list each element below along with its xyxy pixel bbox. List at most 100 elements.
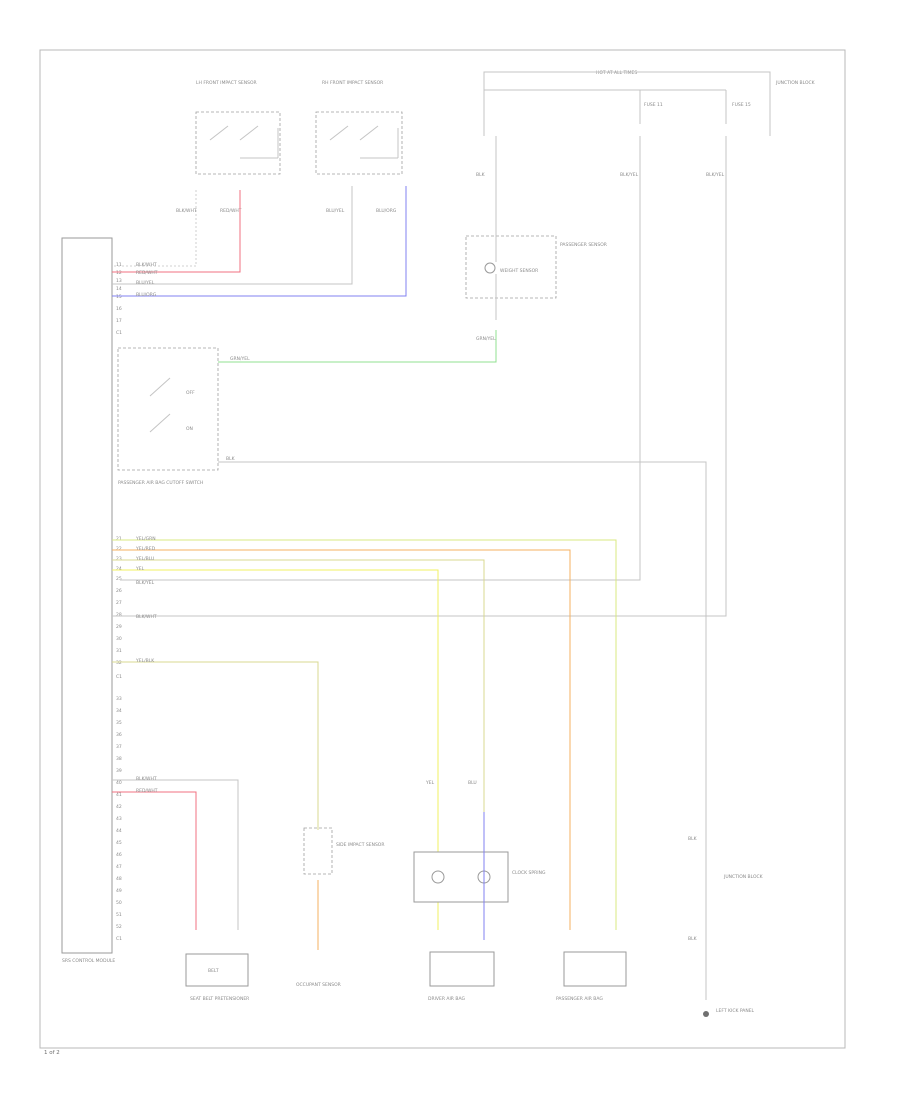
svg-text:27: 27 (116, 600, 122, 606)
svg-text:YEL/BLU: YEL/BLU (135, 556, 154, 562)
cutoff-switch-label: PASSENGER AIR BAG CUTOFF SWITCH (118, 480, 203, 486)
lh-sensor-box (195, 111, 281, 175)
svg-text:BLK: BLK (688, 936, 698, 942)
svg-text:23: 23 (116, 556, 122, 562)
wire-olive (112, 559, 485, 930)
wire-lh-sensor-2 (112, 190, 241, 273)
svg-text:14: 14 (116, 286, 122, 292)
fuse-block-label: HOT AT ALL TIMES (596, 70, 637, 76)
svg-text:45: 45 (116, 840, 122, 846)
wire-fuse-a (120, 136, 641, 581)
driver-airbag-label: DRIVER AIR BAG (428, 996, 465, 1002)
fuse-block-right-label: JUNCTION BLOCK (775, 80, 816, 86)
svg-text:BELT: BELT (208, 968, 219, 974)
srs-module-pins: 11 12 13 14 15 16 17 C1 21 22 23 24 25 2… (116, 262, 122, 942)
clock-spring-label: CLOCK SPRING (512, 870, 546, 876)
belt-pretensioner-box (185, 953, 249, 987)
svg-text:33: 33 (116, 696, 122, 702)
svg-text:YEL: YEL (425, 780, 435, 786)
svg-text:RED/WHT: RED/WHT (136, 270, 158, 276)
svg-text:17: 17 (116, 318, 122, 324)
svg-text:12: 12 (116, 270, 122, 276)
svg-text:OFF: OFF (186, 390, 195, 396)
svg-text:BLK/YEL: BLK/YEL (620, 172, 639, 178)
svg-text:YEL: YEL (135, 566, 145, 572)
rh-sensor-title: RH FRONT IMPACT SENSOR (322, 80, 383, 86)
wire-switch-out (218, 461, 707, 840)
side-sensor-label: SIDE IMPACT SENSOR (336, 842, 384, 848)
svg-text:GRN/YEL: GRN/YEL (230, 356, 250, 362)
wire-fuse-b (112, 136, 727, 617)
wire-red-bottom (112, 791, 197, 930)
belt-pretensioner-label: SEAT BELT PRETENSIONER (190, 996, 249, 1002)
occupant-sensor-label: OCCUPANT SENSOR (296, 982, 341, 988)
svg-text:WEIGHT SENSOR: WEIGHT SENSOR (500, 268, 538, 274)
ground-icon (703, 1011, 709, 1017)
svg-text:22: 22 (116, 546, 122, 552)
svg-text:29: 29 (116, 624, 122, 630)
svg-text:50: 50 (116, 900, 122, 906)
weight-sensor-icon (484, 262, 496, 274)
diagram-frame (39, 49, 846, 1049)
wire-orange (112, 549, 571, 930)
svg-text:BLK/WHT: BLK/WHT (176, 208, 197, 214)
svg-text:24: 24 (116, 566, 122, 572)
wire-yellowgreen (112, 539, 617, 930)
svg-text:BLK: BLK (688, 836, 698, 842)
svg-text:BLK: BLK (476, 172, 486, 178)
passenger-airbag-label: PASSENGER AIR BAG (556, 996, 603, 1002)
svg-text:42: 42 (116, 804, 122, 810)
svg-text:BLU/ORG: BLU/ORG (376, 208, 397, 214)
wire-lh-sensor-1 (112, 190, 197, 267)
svg-text:47: 47 (116, 864, 122, 870)
svg-text:40: 40 (116, 780, 122, 786)
srs-module-label: SRS CONTROL MODULE (62, 958, 115, 964)
passenger-sensor-box (465, 235, 557, 299)
svg-text:16: 16 (116, 306, 122, 312)
svg-text:46: 46 (116, 852, 122, 858)
clock-spring-box (413, 851, 509, 903)
svg-text:YEL/BLK: YEL/BLK (135, 658, 155, 664)
driver-airbag-box (429, 951, 495, 987)
svg-text:BLK/WHT: BLK/WHT (136, 614, 157, 620)
svg-text:26: 26 (116, 588, 122, 594)
wire-rh-sensor-2 (112, 186, 407, 297)
svg-text:BLU/YEL: BLU/YEL (136, 280, 155, 286)
svg-text:RED/WHT: RED/WHT (220, 208, 242, 214)
svg-text:BLU/YEL: BLU/YEL (326, 208, 345, 214)
svg-text:C1: C1 (116, 330, 122, 336)
svg-text:51: 51 (116, 912, 122, 918)
wire-gray-bottom (112, 779, 239, 930)
svg-text:25: 25 (116, 576, 122, 582)
fuse-block-outline (483, 71, 771, 136)
passenger-sensor-label: PASSENGER SENSOR (560, 242, 607, 248)
wire-yellowgreen-2 (112, 661, 319, 830)
svg-text:BLK/YEL: BLK/YEL (706, 172, 725, 178)
svg-text:BLU: BLU (468, 780, 477, 786)
svg-text:35: 35 (116, 720, 122, 726)
srs-module-box (61, 237, 113, 954)
svg-text:C1: C1 (116, 936, 122, 942)
svg-text:38: 38 (116, 756, 122, 762)
svg-text:RED/WHT: RED/WHT (136, 788, 158, 794)
svg-text:BLU/ORG: BLU/ORG (136, 292, 157, 298)
fuse-b-label: FUSE 15 (732, 102, 751, 108)
svg-text:28: 28 (116, 612, 122, 618)
rh-sensor-box (315, 111, 403, 175)
fuse-a-label: FUSE 11 (644, 102, 663, 108)
svg-text:44: 44 (116, 828, 122, 834)
svg-text:30: 30 (116, 636, 122, 642)
svg-text:BLK: BLK (226, 456, 236, 462)
svg-text:21: 21 (116, 536, 122, 542)
svg-text:34: 34 (116, 708, 122, 714)
svg-text:49: 49 (116, 888, 122, 894)
side-sensor-box (303, 827, 333, 875)
svg-text:31: 31 (116, 648, 122, 654)
svg-text:36: 36 (116, 732, 122, 738)
svg-text:C1: C1 (116, 674, 122, 680)
lh-sensor-title: LH FRONT IMPACT SENSOR (196, 80, 257, 86)
svg-text:15: 15 (116, 294, 122, 300)
svg-text:32: 32 (116, 660, 122, 666)
svg-text:BLK/WHT: BLK/WHT (136, 776, 157, 782)
